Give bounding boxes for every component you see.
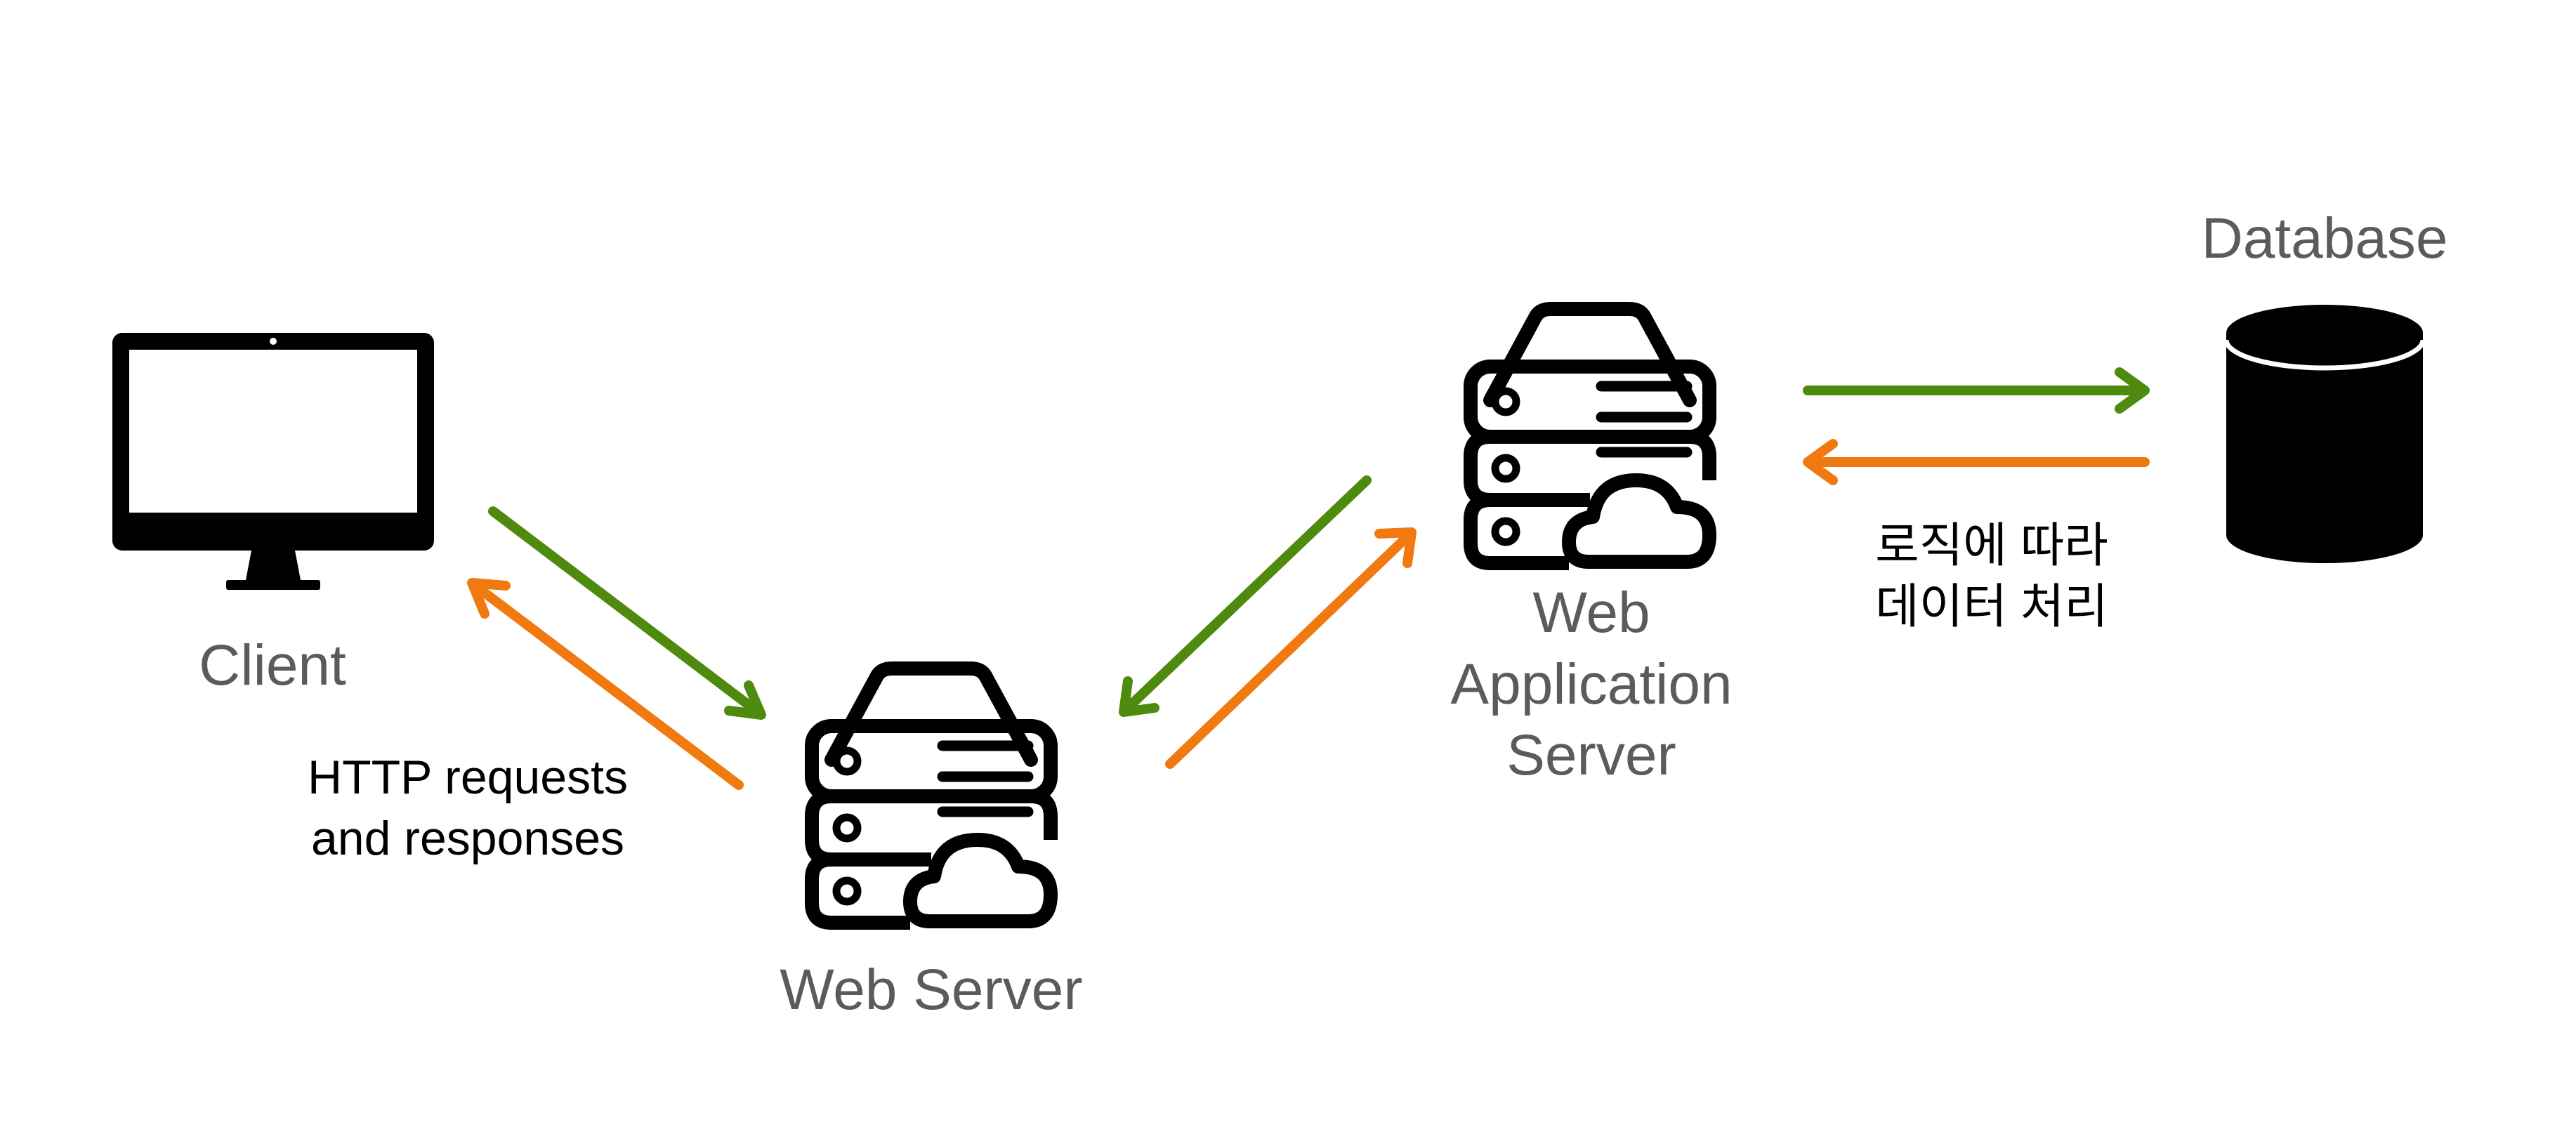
http-annotation-line: HTTP requests [307,751,628,804]
request-arrow-was-to-database [1803,367,2150,414]
was-label-line: Server [1506,723,1676,788]
logic-annotation-line: 로직에 따라 [1875,519,2108,572]
request-arrow-client-to-webserver [488,506,766,720]
http-annotation-line: and responses [310,812,625,866]
web-server-label: Web Server [780,958,1083,1022]
request-arrow-was-to-webserver [1119,475,1372,717]
was-label-line: Web [1532,581,1650,645]
database-label: Database [2201,206,2448,270]
response-arrow-database-to-was [1803,439,2150,485]
desktop-monitor-icon [112,333,434,590]
response-arrow-webserver-to-client [467,578,744,790]
server-cloud-icon [812,668,1051,923]
was-label-line: Application [1450,652,1733,716]
server-cloud-icon [1471,309,1709,563]
database-cylinder-icon [2223,305,2426,563]
response-arrow-webserver-to-was [1165,527,1417,769]
logic-annotation: 로직에 따라 데이터 처리 [1781,515,2202,638]
logic-annotation-line: 데이터 처리 [1875,580,2108,634]
client-label: Client [199,633,346,697]
http-annotation: HTTP requests and responses [257,747,678,869]
was-label: Web Application Server [1381,577,1802,791]
